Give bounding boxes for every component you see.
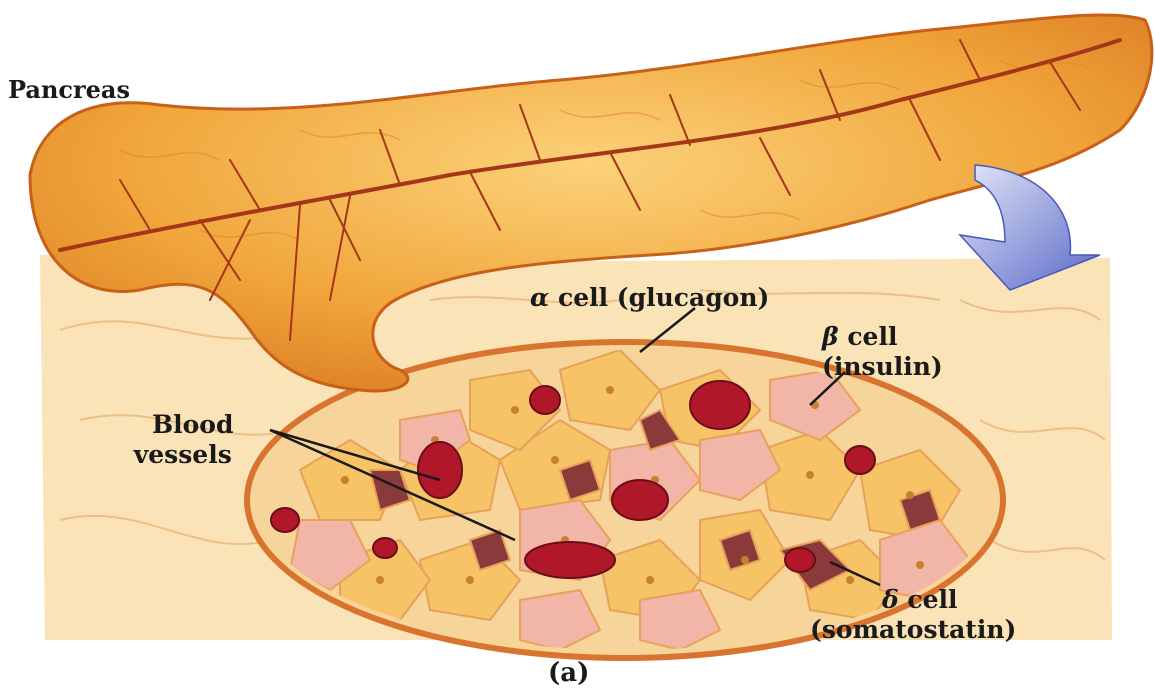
alpha-symbol: α xyxy=(530,283,549,312)
beta-cell-label: β cell (insulin) xyxy=(822,322,943,382)
delta-cell-line1: cell xyxy=(907,585,957,614)
alpha-cell-text: cell (glucagon) xyxy=(558,283,769,312)
figure-caption: (a) xyxy=(548,658,589,688)
pancreas-label: Pancreas xyxy=(8,75,130,105)
delta-symbol: δ xyxy=(882,585,899,614)
delta-cell-line2: (somatostatin) xyxy=(810,615,1016,645)
delta-cell-label: δ cell (somatostatin) xyxy=(810,585,1016,645)
blood-line1: Blood xyxy=(152,410,233,440)
beta-cell-line1: cell xyxy=(847,322,897,351)
beta-cell-line2: (insulin) xyxy=(822,352,943,382)
alpha-cell-label: α cell (glucagon) xyxy=(530,283,769,313)
blood-line2: vessels xyxy=(132,440,233,470)
beta-symbol: β xyxy=(822,322,839,351)
blood-vessels-label: Blood vessels xyxy=(152,410,233,470)
